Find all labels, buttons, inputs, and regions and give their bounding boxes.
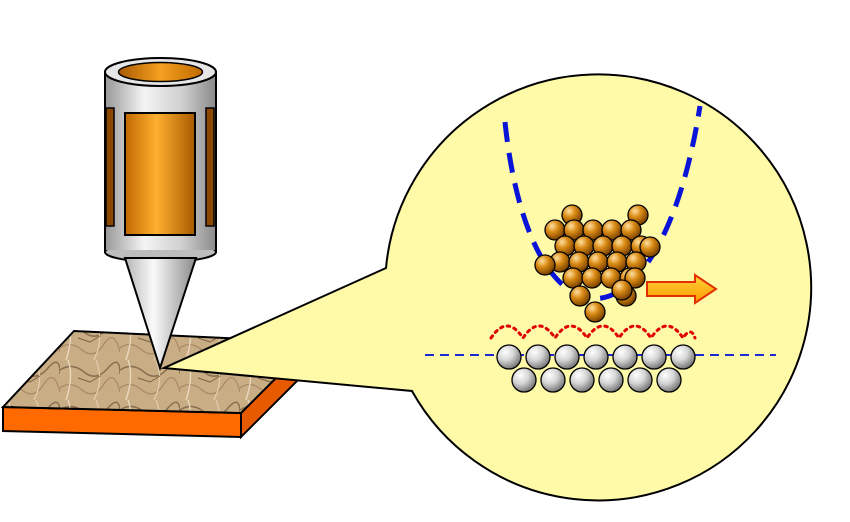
cluster-atom [620,219,642,241]
nanocluster [534,204,661,323]
cluster-atom [534,254,556,276]
surface-atom [641,344,667,370]
cluster-atom [562,267,584,289]
piezo-band-right [205,107,215,227]
piezo-band-left [105,107,115,227]
probe-tip-icon [123,257,198,372]
surface-atom [554,344,580,370]
surface-atom [583,344,609,370]
surface-atom [540,367,566,393]
potential-well-curve [502,105,703,301]
surface-atom [598,367,624,393]
surface-atom [525,344,551,370]
piezo-band-center [124,112,196,236]
cluster-atom [569,285,591,307]
cluster-atom [639,236,661,258]
piezo-scanner-icon [104,57,217,263]
surface-atom [569,367,595,393]
surface-atom [612,344,638,370]
surface-atom [511,367,537,393]
surface-atom [670,344,696,370]
surface-atom [656,367,682,393]
cluster-atom [611,279,633,301]
right-arrow-icon [646,273,718,305]
cluster-atom [581,267,603,289]
surface-atom [496,344,522,370]
scanner-top-opening [117,61,204,83]
surface-atom [627,367,653,393]
cluster-atom [584,301,606,323]
magnification-bubble [160,73,813,502]
interaction-dots [489,324,697,341]
surface-atom-layer [496,344,696,393]
